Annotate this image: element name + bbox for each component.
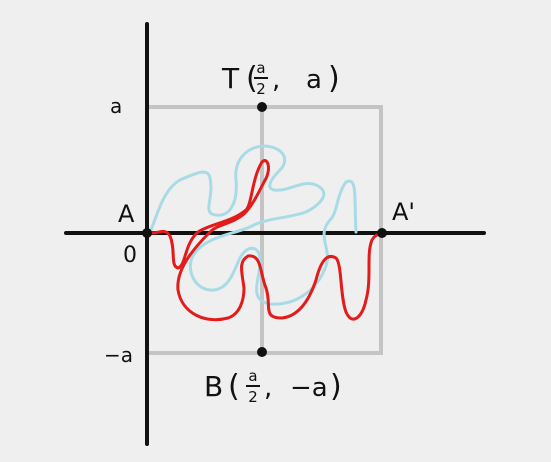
point-T-label: T ( a 2 , a )	[221, 59, 340, 98]
point-B-comma: ,	[264, 373, 272, 403]
blue-curve	[148, 144, 358, 306]
point-A	[142, 228, 152, 238]
point-B-letter: B	[204, 370, 223, 403]
point-T-close-paren: )	[328, 61, 340, 96]
point-B-frac-num: a	[248, 367, 257, 385]
point-A-prime-label: A'	[392, 198, 415, 226]
point-T-frac-num: a	[256, 59, 265, 77]
point-A-label: A	[118, 200, 135, 228]
point-T-comma: ,	[272, 65, 280, 95]
point-T-frac-den: 2	[256, 80, 266, 98]
point-B-open-paren: (	[228, 369, 240, 404]
point-B-close-paren: )	[330, 369, 342, 404]
point-T	[257, 102, 267, 112]
point-T-open-paren: (	[246, 61, 258, 96]
red-curve	[148, 159, 384, 322]
y-axis-label-neg-a: −a	[104, 343, 133, 367]
origin-label: 0	[123, 243, 137, 268]
point-T-letter: T	[221, 62, 240, 95]
y-axis-label-a: a	[110, 94, 122, 118]
point-B-frac-den: 2	[248, 388, 258, 406]
point-A-prime	[377, 228, 387, 238]
point-B-coord: −a	[290, 373, 328, 403]
point-T-coord: a	[306, 65, 322, 95]
point-B	[257, 347, 267, 357]
point-B-label: B ( a 2 , −a )	[204, 367, 342, 406]
